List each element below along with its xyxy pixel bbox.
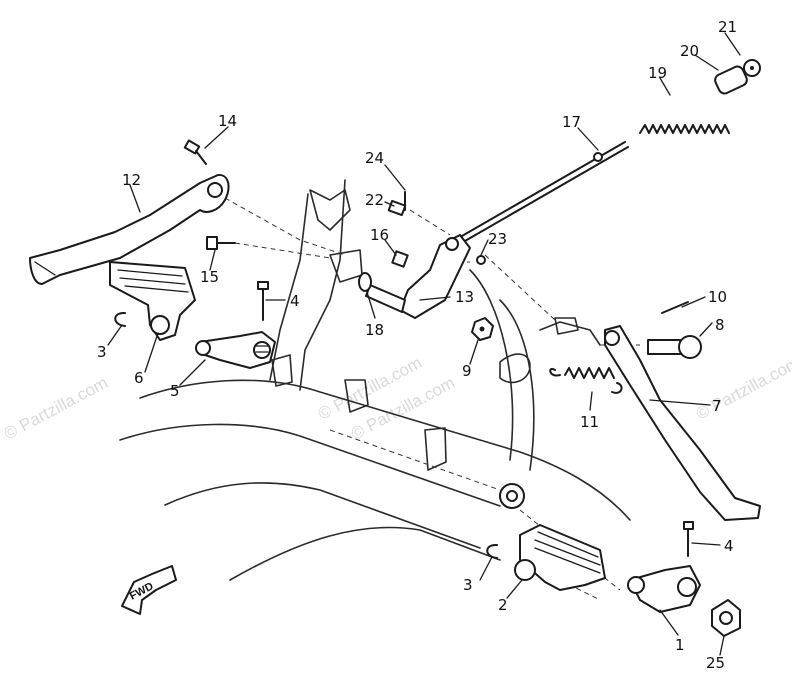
callout-19: 19 (648, 64, 667, 82)
callout-15: 15 (200, 268, 219, 286)
callout-3-right: 3 (463, 576, 473, 594)
part-22-bolt (387, 199, 407, 217)
callout-14: 14 (218, 112, 237, 130)
callout-5: 5 (170, 382, 180, 400)
callout-12: 12 (122, 171, 141, 189)
callout-11: 11 (580, 413, 599, 431)
callout-2: 2 (498, 596, 508, 614)
part-3-clip-right (486, 543, 498, 559)
frame-pivot (499, 483, 525, 509)
fwd-arrow: FWD (121, 565, 177, 615)
part-25-bolt (711, 599, 741, 637)
part-9-nut (471, 317, 494, 341)
callout-24: 24 (365, 149, 384, 167)
callout-labels: 21 20 19 17 24 22 16 23 13 18 14 12 15 4… (97, 18, 737, 672)
part-4-bolt-right (683, 521, 694, 557)
part-19-spring (639, 124, 730, 134)
part-3-clip-left (114, 311, 126, 327)
part-8-bolt (647, 335, 702, 359)
callout-22: 22 (365, 191, 384, 209)
part-21-nut (743, 59, 761, 77)
callout-7: 7 (712, 397, 722, 415)
part-20-joint (714, 65, 748, 95)
callout-13: 13 (455, 288, 474, 306)
callout-leaders (107, 32, 741, 656)
watermark-text: © Partzilla.com (1, 373, 111, 444)
callout-10: 10 (708, 288, 727, 306)
callout-25: 25 (706, 654, 725, 672)
part-12-brake-pedal (29, 173, 230, 285)
part-2-footrest (514, 524, 606, 591)
callout-20: 20 (680, 42, 699, 60)
part-7-side-stand (604, 325, 761, 521)
callout-6: 6 (134, 369, 144, 387)
part-6-footrest (109, 261, 196, 341)
callout-1: 1 (675, 636, 685, 654)
part-14-bolt (183, 139, 207, 165)
watermark-text: © Partzilla.com (693, 353, 792, 424)
callout-23: 23 (488, 230, 507, 248)
part-11-spring (549, 367, 623, 394)
part-15-bolt (206, 236, 236, 250)
part-23-washer (476, 255, 486, 265)
callout-8: 8 (715, 316, 725, 334)
callout-4-left: 4 (290, 292, 300, 310)
callout-21: 21 (718, 18, 737, 36)
callout-16: 16 (370, 226, 389, 244)
part-4-bolt-left (257, 281, 269, 321)
part-17-rod (454, 141, 629, 246)
callout-4-right: 4 (724, 537, 734, 555)
part-5-bracket (195, 331, 276, 369)
callout-18: 18 (365, 321, 384, 339)
frame (119, 179, 631, 581)
part-18-oring (358, 272, 372, 292)
part-1-bracket (627, 565, 701, 613)
callout-3-left: 3 (97, 343, 107, 361)
callout-9: 9 (462, 362, 472, 380)
part-10-pin (661, 301, 689, 314)
callout-17: 17 (562, 113, 581, 131)
